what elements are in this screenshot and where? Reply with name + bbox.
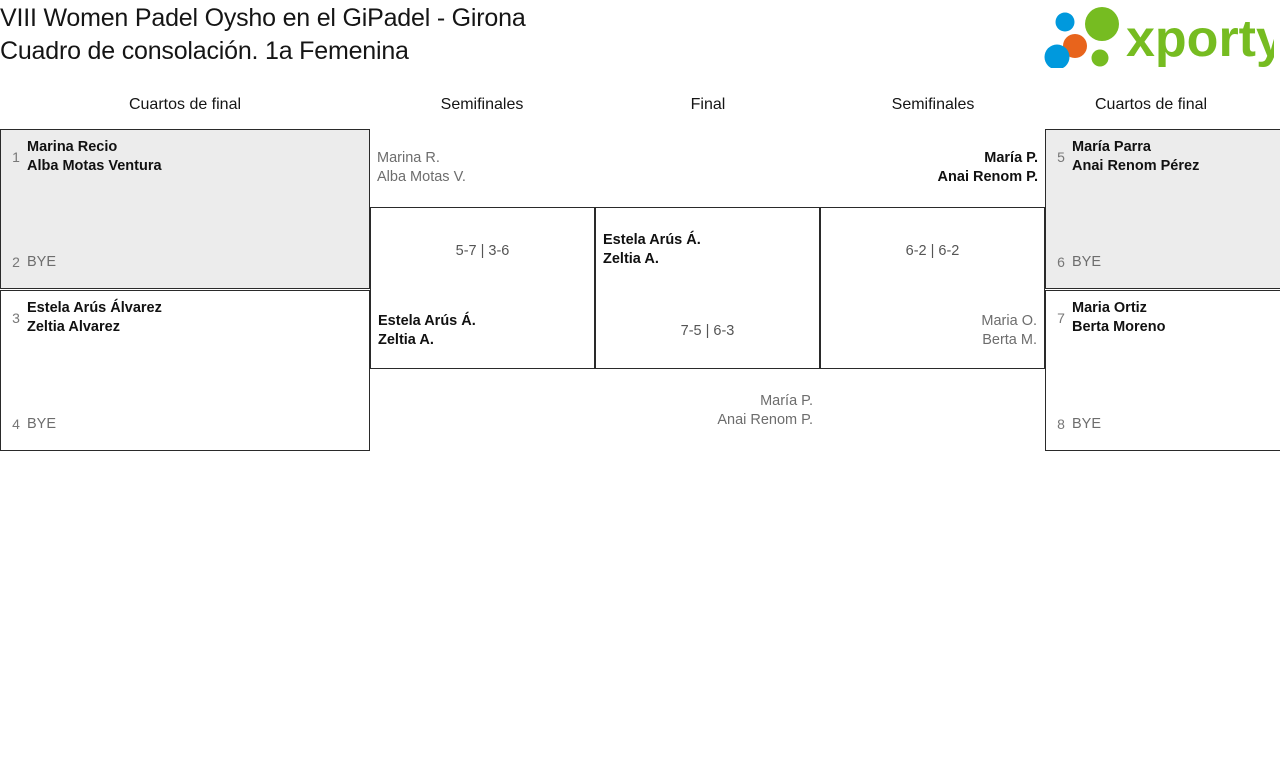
match-box-qf-left-2[interactable]: 3 Estela Arús Álvarez Zeltia Alvarez 4 B…	[0, 290, 370, 451]
player-name-2: Berta Moreno	[1072, 319, 1166, 335]
player-name-1: María Parra	[1072, 139, 1151, 155]
player-name-2: Alba Motas V.	[377, 169, 466, 185]
competitor-slot-seed-6[interactable]: 6 BYE	[1050, 254, 1101, 270]
logo-wordmark: xporty	[1126, 10, 1274, 68]
bye-label: BYE	[1072, 254, 1102, 270]
player-name-1: María P.	[984, 150, 1038, 166]
player-name-2: Anai Renom Pérez	[1072, 158, 1200, 174]
player-name-2: Anai Renom P.	[717, 412, 813, 428]
player-name-2: Berta M.	[982, 332, 1037, 348]
player-name-1: Estela Arús Á.	[603, 232, 701, 248]
match-box-qf-right-1[interactable]: 5 María Parra Anai Renom Pérez 6 BYE	[1045, 129, 1280, 289]
seed-number: 8	[1057, 416, 1065, 432]
bye-label: BYE	[27, 254, 57, 270]
xporty-logo[interactable]: xporty	[1044, 6, 1274, 68]
column-header-sf-left: Semifinales	[440, 96, 524, 113]
page-title: VIII Women Padel Oysho en el GiPadel - G…	[0, 2, 800, 68]
player-name-1: Estela Arús Álvarez	[27, 300, 162, 316]
logo-dot-green-small	[1091, 49, 1109, 67]
competitor-slot-seed-1[interactable]: 1 Marina Recio Alba Motas Ventura	[5, 138, 162, 176]
column-header-qf-right: Cuartos de final	[1095, 96, 1208, 113]
player-name-2: Alba Motas Ventura	[27, 158, 162, 174]
player-name-2: Anai Renom P.	[937, 169, 1038, 185]
competitor-slot-seed-4[interactable]: 4 BYE	[5, 416, 56, 432]
seed-number: 7	[1057, 310, 1065, 326]
logo-dot-blue-top	[1055, 12, 1075, 32]
match-box-sf-right[interactable]: 6-2 | 6-2 Maria O. Berta M.	[820, 207, 1045, 369]
player-names: María Parra Anai Renom Pérez	[1072, 138, 1199, 176]
seed-number: 1	[12, 149, 20, 165]
player-names: Marina Recio Alba Motas Ventura	[27, 138, 162, 176]
player-name-1: Maria O.	[981, 313, 1037, 329]
logo-dot-green-large	[1085, 7, 1119, 41]
player-name-2: Zeltia A.	[378, 332, 434, 348]
bye-label: BYE	[27, 416, 57, 432]
competitor-slot-seed-2[interactable]: 2 BYE	[5, 254, 56, 270]
match-score: 5-7 | 3-6	[455, 243, 510, 259]
tournament-name: VIII Women Padel Oysho en el GiPadel - G…	[0, 4, 526, 32]
competitor-slot-seed-3[interactable]: 3 Estela Arús Álvarez Zeltia Alvarez	[5, 299, 162, 337]
sf-left-loser: Marina R. Alba Motas V.	[377, 149, 466, 187]
sf-right-winner: María P. Anai Renom P.	[785, 149, 1038, 187]
match-score: 6-2 | 6-2	[905, 243, 960, 259]
logo-dot-blue-bottom	[1044, 44, 1070, 68]
seed-number: 4	[12, 416, 20, 432]
match-box-final[interactable]: Estela Arús Á. Zeltia A. 7-5 | 6-3	[595, 207, 820, 369]
bye-label: BYE	[1072, 416, 1102, 432]
player-name-1: Marina R.	[377, 150, 440, 166]
seed-number: 6	[1057, 254, 1065, 270]
player-names: Maria Ortiz Berta Moreno	[1072, 299, 1165, 337]
match-box-qf-left-1[interactable]: 1 Marina Recio Alba Motas Ventura 2 BYE	[0, 129, 370, 289]
bracket-subtitle: Cuadro de consolación. 1a Femenina	[0, 37, 409, 65]
competitor-slot-seed-7[interactable]: 7 Maria Ortiz Berta Moreno	[1050, 299, 1165, 337]
seed-number: 2	[12, 254, 20, 270]
column-header-sf-right: Semifinales	[891, 96, 975, 113]
seed-number: 5	[1057, 149, 1065, 165]
player-names: Estela Arús Álvarez Zeltia Alvarez	[27, 299, 162, 337]
player-name-2: Zeltia Alvarez	[27, 319, 120, 335]
final-loser: María P. Anai Renom P.	[560, 392, 813, 430]
sf-right-loser: Maria O. Berta M.	[821, 312, 1037, 350]
final-winner: Estela Arús Á. Zeltia A.	[603, 231, 701, 269]
competitor-slot-seed-8[interactable]: 8 BYE	[1050, 416, 1101, 432]
logo-dot-orange	[1063, 34, 1087, 58]
column-header-qf-left: Cuartos de final	[128, 96, 242, 113]
player-name-1: Estela Arús Á.	[378, 313, 476, 329]
player-name-2: Zeltia A.	[603, 251, 659, 267]
player-name-1: María P.	[760, 393, 813, 409]
sf-left-winner: Estela Arús Á. Zeltia A.	[378, 312, 476, 350]
player-name-1: Marina Recio	[27, 139, 118, 155]
match-box-qf-right-2[interactable]: 7 Maria Ortiz Berta Moreno 8 BYE	[1045, 290, 1280, 451]
column-header-final: Final	[690, 96, 726, 113]
player-name-1: Maria Ortiz	[1072, 300, 1147, 316]
match-box-sf-left[interactable]: 5-7 | 3-6 Estela Arús Á. Zeltia A.	[370, 207, 595, 369]
match-score: 7-5 | 6-3	[680, 323, 735, 339]
seed-number: 3	[12, 310, 20, 326]
competitor-slot-seed-5[interactable]: 5 María Parra Anai Renom Pérez	[1050, 138, 1199, 176]
